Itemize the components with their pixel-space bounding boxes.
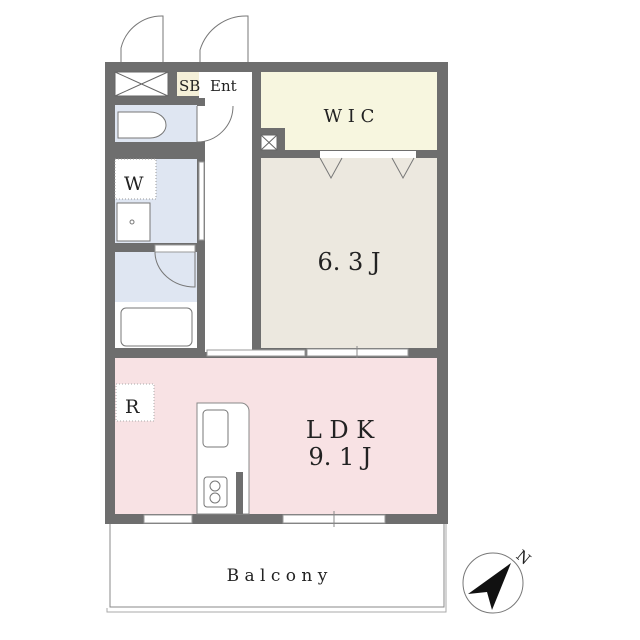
storage-x-icon [114,71,169,97]
entrance [199,72,252,98]
ldk-name-label: L D K [306,416,375,444]
washer-space [114,158,157,200]
ldk-window [143,514,193,524]
refrigerator-label: R [125,396,140,418]
closet-folding-doors [319,157,415,180]
bath-door-swing [154,251,196,288]
refrigerator-space [115,383,155,422]
entrance-door-swing [199,15,249,62]
sink-icon [202,409,229,448]
bathtub-icon [120,307,193,347]
drain-icon [129,219,135,225]
bedroom-size-label: 6. 3 J [317,248,380,276]
bedroom [261,158,437,348]
washroom-sliding-door [198,161,205,241]
pipe-x-icon [260,134,278,151]
wic-label: W I C [324,106,375,127]
washroom-label: W [124,173,144,195]
kitchen-partition [236,472,243,514]
washbasin-icon [116,202,151,242]
north-arrow-icon [468,563,511,610]
corridor-door [206,349,306,357]
ldk-size-label: 9. 1 J [308,443,371,471]
balcony [109,524,445,608]
burner-icon [209,492,221,504]
storage-door-swing [120,15,164,62]
bath-door-frame [154,244,196,253]
toilet-icon [117,111,167,139]
entrance-label: Ent [210,77,237,95]
burner-icon [209,480,221,492]
closet-door-frame [320,151,416,158]
balcony-rail [106,524,447,613]
balcony-label: B a l c o n y [227,566,328,586]
shoe-box [177,72,199,96]
sb-label: SB [179,77,200,95]
walk-in-closet [261,72,437,150]
ldk-room [115,358,437,514]
toilet-door-swing [196,105,234,143]
